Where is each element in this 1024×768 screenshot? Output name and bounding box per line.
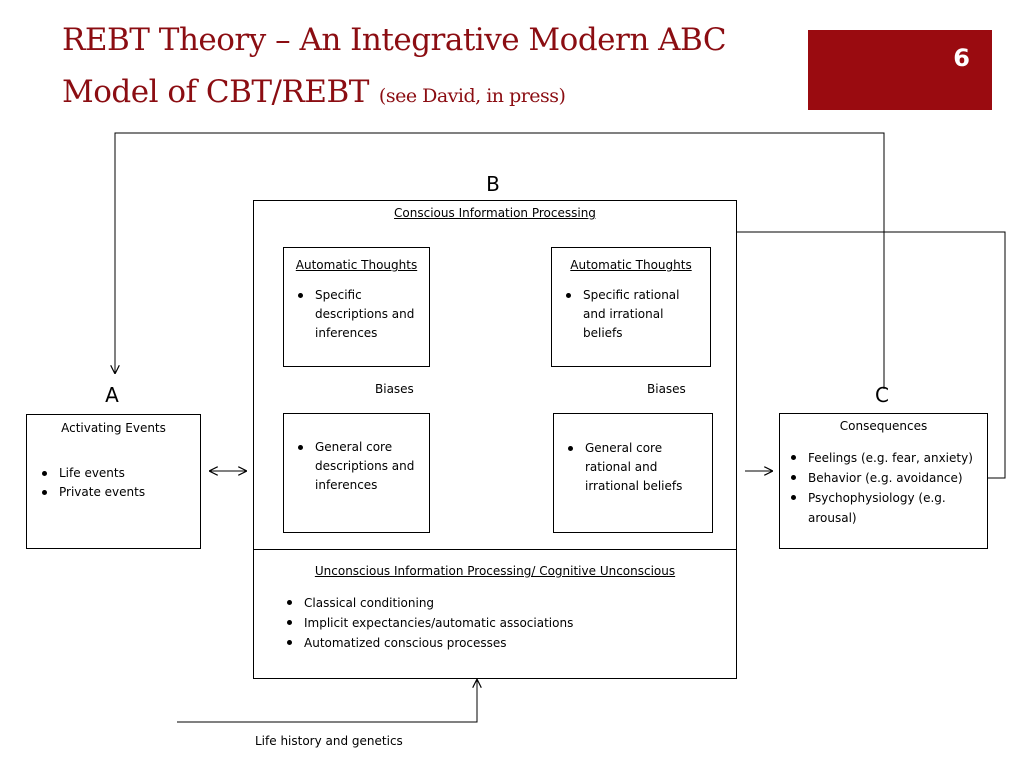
slide-number-badge: 6 [808, 30, 992, 110]
section-divider [254, 549, 736, 550]
list-item: Life events [37, 464, 197, 483]
label-a: A [105, 383, 119, 407]
life-history-label: Life history and genetics [255, 734, 403, 748]
biases-label-left: Biases [375, 382, 414, 396]
arrow-life-history [177, 680, 477, 723]
automatic-thoughts-beliefs-box: Automatic Thoughts Specific rational and… [551, 247, 711, 367]
list-item: Behavior (e.g. avoidance) [786, 468, 984, 488]
list-item: Private events [37, 483, 197, 502]
automatic-thoughts-beliefs-list: Specific rational and irrational beliefs [561, 286, 701, 343]
list-item: Classical conditioning [282, 593, 722, 613]
list-item: Psychophysiology (e.g. arousal) [786, 488, 984, 528]
list-item: General core descriptions and inferences [293, 438, 423, 495]
automatic-thoughts-descriptions-box: Automatic Thoughts Specific descriptions… [283, 247, 430, 367]
title-main: Model of CBT/REBT [62, 74, 369, 110]
list-item: Feelings (e.g. fear, anxiety) [786, 448, 984, 468]
conscious-processing-title: Conscious Information Processing [394, 206, 596, 220]
consequences-title: Consequences [839, 419, 928, 433]
label-c: C [875, 383, 889, 407]
slide-number: 6 [953, 44, 970, 72]
label-b: B [486, 172, 500, 196]
core-descriptions-box: General core descriptions and inferences [283, 413, 430, 533]
activating-events-box: Activating Events Life events Private ev… [26, 414, 201, 549]
core-beliefs-box: General core rational and irrational bel… [553, 413, 713, 533]
core-descriptions-list: General core descriptions and inferences [293, 438, 423, 495]
automatic-thoughts-title: Automatic Thoughts [570, 258, 692, 272]
slide-title: REBT Theory – An Integrative Modern ABC … [62, 14, 802, 122]
unconscious-processing-title: Unconscious Information Processing/ Cogn… [314, 564, 676, 578]
list-item: General core rational and irrational bel… [563, 439, 703, 496]
core-beliefs-list: General core rational and irrational bel… [563, 439, 703, 496]
activating-events-list: Life events Private events [37, 464, 197, 502]
title-line-1: REBT Theory – An Integrative Modern ABC [62, 22, 727, 58]
list-item: Implicit expectancies/automatic associat… [282, 613, 722, 633]
list-item: Specific descriptions and inferences [293, 286, 423, 343]
title-line-2: Model of CBT/REBT (see David, in press) [62, 66, 802, 122]
title-citation: (see David, in press) [378, 85, 566, 107]
feedback-loop-c-to-a [115, 132, 885, 389]
automatic-thoughts-title: Automatic Thoughts [295, 258, 418, 272]
list-item: Automatized conscious processes [282, 633, 722, 653]
consequences-box: Consequences Feelings (e.g. fear, anxiet… [779, 413, 988, 549]
unconscious-processing-list: Classical conditioning Implicit expectan… [282, 593, 722, 653]
consequences-list: Feelings (e.g. fear, anxiety) Behavior (… [786, 448, 984, 528]
biases-label-right: Biases [647, 382, 686, 396]
activating-events-title: Activating Events [61, 421, 166, 435]
automatic-thoughts-descriptions-list: Specific descriptions and inferences [293, 286, 423, 343]
list-item: Specific rational and irrational beliefs [561, 286, 701, 343]
